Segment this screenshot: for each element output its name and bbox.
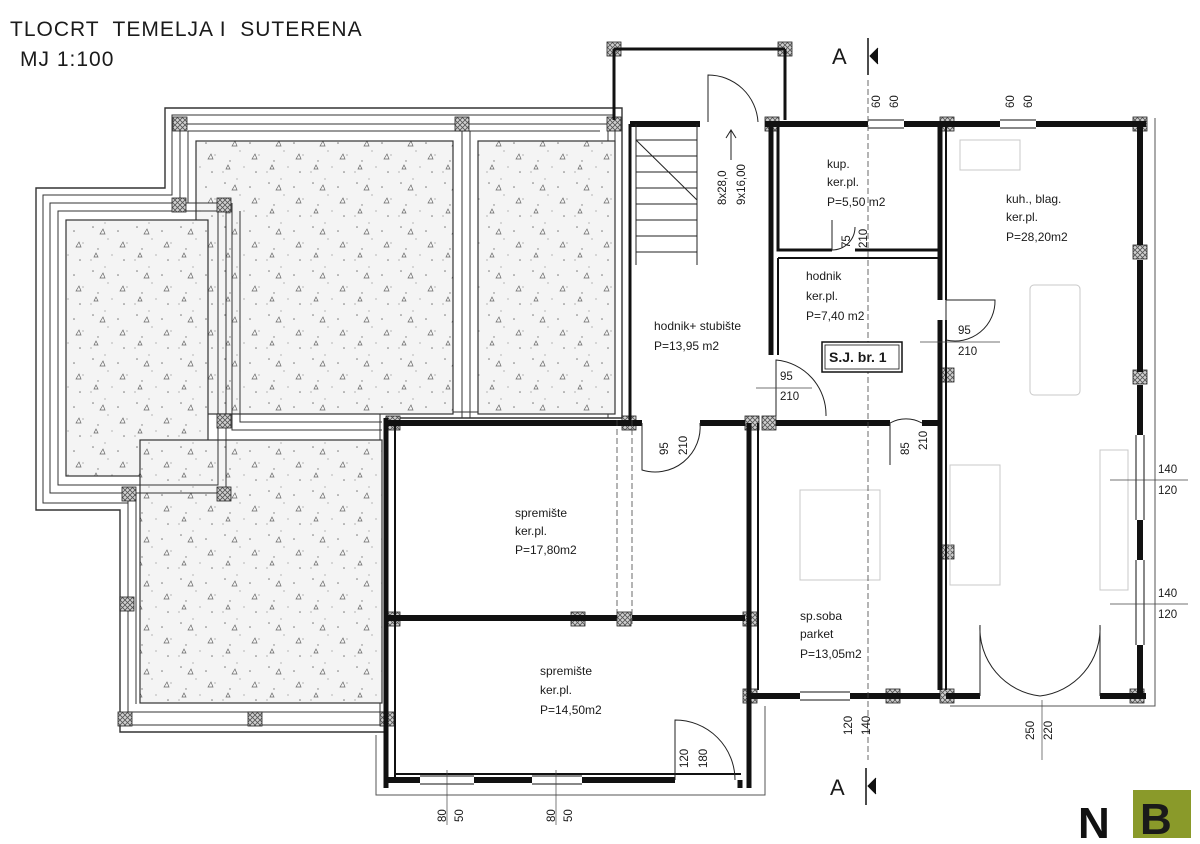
svg-text:P=17,80m2: P=17,80m2: [515, 543, 577, 557]
svg-text:kuh., blag.: kuh., blag.: [1006, 192, 1061, 206]
section-lines: [616, 80, 869, 760]
svg-text:ker.pl.: ker.pl.: [827, 175, 859, 189]
dim-95c: 95: [659, 442, 671, 455]
section-marker-bottom: A: [830, 768, 877, 805]
room-spsoba-area: P=13,05m2: [800, 647, 862, 661]
svg-text:kup.: kup.: [827, 157, 850, 171]
room-spsoba-name: sp.soba: [800, 609, 842, 623]
section-marker-top: A: [832, 38, 879, 75]
dim-top-a1: 60: [871, 95, 883, 108]
column-markers: [117, 41, 1148, 727]
plan-title: TLOCRT TEMELJA I SUTERENA: [10, 18, 363, 41]
svg-text:hodnik: hodnik: [806, 269, 842, 283]
dim-85: 85: [900, 442, 912, 455]
dim-top-a2: 60: [889, 95, 901, 108]
dim-180: 180: [698, 749, 710, 768]
logo-letter-b: B: [1140, 795, 1172, 844]
svg-text:ker.pl.: ker.pl.: [540, 683, 572, 697]
room-spremiste1-floor: ker.pl.: [515, 524, 547, 538]
dim-220: 220: [1043, 721, 1055, 740]
dim-top-b1: 60: [1005, 95, 1017, 108]
section-label-bottom: A: [830, 775, 845, 800]
furniture-outlines: [799, 139, 1129, 591]
logo-letter-n: N: [1078, 799, 1110, 844]
gravel-fill: [65, 140, 616, 704]
nb-logo: N B: [1078, 790, 1191, 844]
svg-text:sp.soba: sp.soba: [800, 609, 842, 623]
room-spremiste2-name: spremište: [540, 664, 592, 678]
svg-text:P=13,05m2: P=13,05m2: [800, 647, 862, 661]
room-spremiste2-floor: ker.pl.: [540, 683, 572, 697]
room-hodnik-name: hodnik: [806, 269, 842, 283]
room-spsoba-floor: parket: [800, 627, 834, 641]
room-hodnik-stubiste-name: hodnik+ stubište: [654, 319, 741, 333]
dim-140c: 140: [861, 716, 873, 735]
svg-text:spremište: spremište: [515, 506, 567, 520]
dim-140b: 140: [1158, 588, 1177, 600]
room-kup-area: P=5,50 m2: [827, 195, 886, 209]
stairs: [635, 124, 737, 265]
room-kuh-area: P=28,20m2: [1006, 230, 1068, 244]
dim-50a: 50: [454, 809, 466, 822]
room-hodnik-stubiste-area: P=13,95 m2: [654, 339, 719, 353]
dim-stair-a: 8x28,0: [717, 170, 729, 205]
svg-text:P=7,40 m2: P=7,40 m2: [806, 309, 865, 323]
svg-text:P=13,95 m2: P=13,95 m2: [654, 339, 719, 353]
dim-50b: 50: [563, 809, 575, 822]
svg-text:P=14,50m2: P=14,50m2: [540, 703, 602, 717]
svg-text:hodnik+ stubište: hodnik+ stubište: [654, 319, 741, 333]
dim-95a: 95: [958, 325, 971, 337]
dim-80a: 80: [437, 809, 449, 822]
dim-140a: 140: [1158, 464, 1177, 476]
dim-210d: 210: [678, 436, 690, 455]
room-kuh-name: kuh., blag.: [1006, 192, 1061, 206]
plan-scale: MJ 1:100: [20, 48, 114, 71]
dim-stair-b: 9x16,00: [736, 164, 748, 205]
room-spremiste2-area: P=14,50m2: [540, 703, 602, 717]
room-kup-name: kup.: [827, 157, 850, 171]
dim-210b: 210: [958, 346, 977, 358]
unit-label-box: S.J. br. 1: [821, 341, 903, 373]
room-labels: hodnik+ stubište P=13,95 m2 kup. ker.pl.…: [515, 157, 1068, 717]
svg-text:ker.pl.: ker.pl.: [1006, 210, 1038, 224]
dim-120a: 120: [1158, 485, 1177, 497]
room-hodnik-floor: ker.pl.: [806, 289, 838, 303]
room-spremiste1-name: spremište: [515, 506, 567, 520]
dimension-labels: 60 60 60 60 8x28,0 9x16,00 75 210 95 210…: [437, 95, 1188, 825]
dim-75: 75: [841, 235, 853, 248]
dim-120b: 120: [1158, 609, 1177, 621]
dim-95b: 95: [780, 371, 793, 383]
dim-210e: 210: [918, 431, 930, 450]
room-hodnik-area: P=7,40 m2: [806, 309, 865, 323]
svg-text:ker.pl.: ker.pl.: [515, 524, 547, 538]
room-kuh-floor: ker.pl.: [1006, 210, 1038, 224]
dim-210c: 210: [780, 391, 799, 403]
dim-120c: 120: [843, 716, 855, 735]
section-label-top: A: [832, 44, 847, 69]
room-kup-floor: ker.pl.: [827, 175, 859, 189]
dim-top-b2: 60: [1023, 95, 1035, 108]
dim-120d: 120: [679, 749, 691, 768]
dim-80b: 80: [546, 809, 558, 822]
svg-text:spremište: spremište: [540, 664, 592, 678]
room-spremiste1-area: P=17,80m2: [515, 543, 577, 557]
door-swings: [641, 74, 1101, 781]
building-walls: [375, 47, 1156, 796]
dim-210a: 210: [858, 229, 870, 248]
svg-text:P=5,50 m2: P=5,50 m2: [827, 195, 886, 209]
unit-label: S.J. br. 1: [829, 349, 887, 365]
svg-text:ker.pl.: ker.pl.: [806, 289, 838, 303]
svg-text:parket: parket: [800, 627, 834, 641]
dim-250: 250: [1025, 721, 1037, 740]
svg-text:P=28,20m2: P=28,20m2: [1006, 230, 1068, 244]
